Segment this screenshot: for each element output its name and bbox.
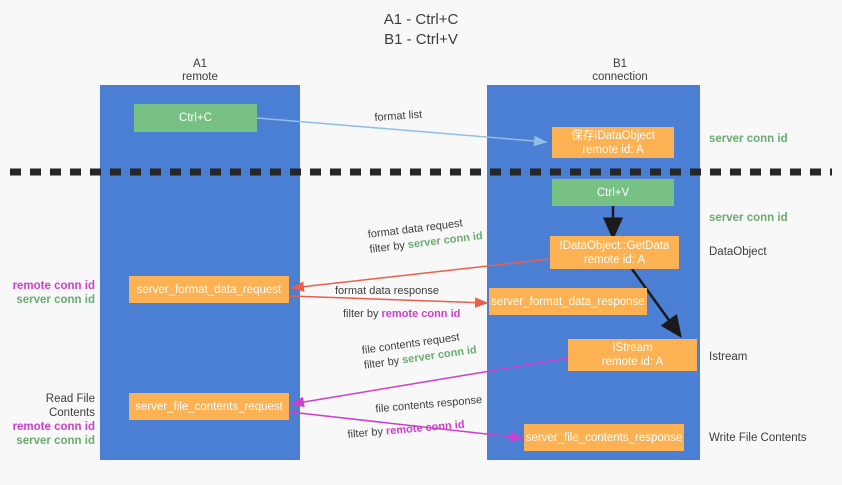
box-istream-line1: IStream — [612, 342, 653, 354]
edge-label-format-data-response-filter: filter by remote conn id — [343, 307, 460, 322]
box-save-dataobject-line1: 保存IDataObject — [571, 129, 655, 142]
filter-value: remote conn id — [381, 308, 461, 320]
column-header-a1: A1 remote — [100, 58, 300, 84]
edge-label-format-data-response-main: format data response — [335, 285, 439, 297]
right-label-write-file-contents: Write File Contents — [709, 432, 807, 444]
edge-label-file-contents-response: file contents response filter by remote … — [345, 393, 485, 443]
right-label-istream: Istream — [709, 351, 748, 363]
box-idataobject-getdata[interactable]: IDataObject::GetData remote id: A — [550, 236, 679, 269]
box-server-format-data-response[interactable]: server_format_data_response — [489, 288, 647, 315]
title-line-1: A1 - Ctrl+C — [383, 11, 459, 28]
column-b1-role: connection — [592, 71, 648, 83]
edge-label-format-list: format list — [374, 108, 423, 124]
box-server-file-contents-response-label: server_file_contents_response — [525, 431, 683, 444]
box-getdata-line2: remote id: A — [583, 253, 646, 266]
right-label-server-conn-id-top: server conn id — [709, 133, 788, 145]
column-a1-name: A1 — [192, 58, 208, 70]
edge-label-format-data-request: format data request filter by server con… — [367, 214, 484, 258]
box-server-format-data-request-label: server_format_data_request — [136, 283, 282, 296]
right-label-server-conn-id-paste: server conn id — [709, 212, 788, 224]
left-label-format-remote-conn-id: remote conn id — [12, 280, 95, 292]
left-label-group-file: Read File Contents remote conn id server… — [5, 392, 95, 448]
box-istream-line2: remote id: A — [601, 356, 664, 368]
left-label-format-server-conn-id: server conn id — [16, 294, 95, 306]
filter-prefix: filter by — [347, 425, 387, 441]
left-label-group-format: remote conn id server conn id — [10, 279, 95, 307]
diagram-title: A1 - Ctrl+C B1 - Ctrl+V — [0, 10, 842, 50]
box-server-file-contents-response[interactable]: server_file_contents_response — [524, 424, 684, 451]
box-save-dataobject[interactable]: 保存IDataObject remote id: A — [552, 127, 674, 158]
edge-label-file-contents-response-main: file contents response — [374, 394, 483, 416]
box-ctrl-v-label: Ctrl+V — [596, 186, 630, 199]
box-istream[interactable]: IStream remote id: A — [568, 339, 697, 371]
column-b1-name: B1 — [612, 58, 628, 70]
filter-prefix: filter by — [368, 239, 409, 256]
box-save-dataobject-line2: remote id: A — [582, 143, 644, 156]
box-ctrl-c[interactable]: Ctrl+C — [134, 104, 257, 132]
right-label-dataobject: DataObject — [709, 246, 767, 258]
box-getdata-line1: IDataObject::GetData — [559, 239, 670, 252]
box-server-format-data-request[interactable]: server_format_data_request — [129, 276, 289, 303]
left-label-file-server-conn-id: server conn id — [16, 435, 95, 447]
box-server-file-contents-request[interactable]: server_file_contents_request — [129, 393, 289, 420]
box-ctrl-c-label: Ctrl+C — [179, 112, 212, 124]
filter-value: remote conn id — [385, 418, 466, 438]
left-label-read-file-contents: Read File Contents — [45, 393, 95, 419]
edge-label-file-contents-response-filter: filter by remote conn id — [347, 416, 485, 443]
column-a1-role: remote — [182, 71, 218, 83]
title-line-2: B1 - Ctrl+V — [384, 31, 458, 48]
edge-label-file-contents-request: file contents request filter by server c… — [361, 328, 478, 374]
column-header-b1: B1 connection — [520, 58, 720, 84]
left-label-file-remote-conn-id: remote conn id — [12, 421, 95, 433]
filter-prefix: filter by — [363, 354, 404, 372]
box-server-format-data-response-label: server_format_data_response — [491, 295, 645, 308]
box-ctrl-v[interactable]: Ctrl+V — [552, 179, 674, 206]
box-server-file-contents-request-label: server_file_contents_request — [135, 400, 283, 413]
edge-label-format-data-response: format data response filter by remote co… — [335, 284, 460, 322]
filter-prefix: filter by — [343, 308, 382, 320]
